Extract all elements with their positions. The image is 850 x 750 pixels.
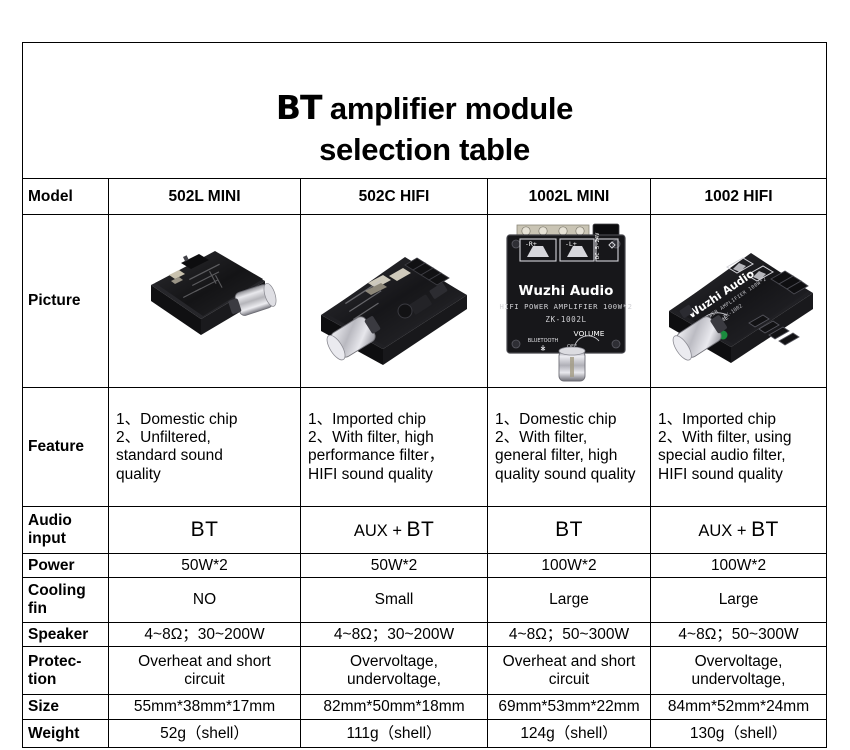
size-value-502l-mini: 55mm*38mm*17mm	[108, 694, 301, 721]
amplifier-board-502l-mini-icon	[109, 215, 300, 387]
audio-bt-token-2: BT	[406, 518, 435, 542]
board-brand-label: Wuzhi Audio	[519, 283, 614, 299]
board-model-label: ZK-1002L	[545, 315, 586, 324]
amplifier-board-1002-hifi-icon: Wuzhi Audio HIFI POWER AMPLIFIER 100W*2 …	[651, 215, 826, 387]
weight-value-1002l-mini: 124g（shell）	[487, 719, 651, 749]
protection-value-1002-hifi: Overvoltage, undervoltage,	[649, 646, 828, 696]
audio-input-value-502c-hifi: AUX + BT	[300, 506, 488, 555]
header-model-1002l-mini: 1002L MINI	[487, 178, 651, 216]
amplifier-board-502c-hifi-icon	[301, 215, 487, 387]
power-value-502c-hifi: 50W*2	[300, 553, 488, 579]
row-label-size: Size	[22, 694, 109, 721]
row-label-feature: Feature	[22, 387, 109, 508]
audio-bt-token-1: BT	[190, 518, 219, 542]
feature-row: Feature 1、Domestic chip 2、Unfiltered, st…	[22, 387, 828, 508]
product-image-1002l-mini: -R+ -L+ DC 5-24V Wuzhi Audio HIFI POWER …	[487, 214, 651, 389]
row-label-power: Power	[22, 553, 109, 579]
header-model-502l-mini: 502L MINI	[108, 178, 301, 216]
cooling-fin-row: Cooling fin NO Small Large Large	[22, 577, 828, 624]
cooling-fin-value-502l-mini: NO	[108, 577, 301, 624]
title-rest: amplifier module selection table	[319, 91, 574, 168]
speaker-value-502l-mini: 4~8Ω；30~200W	[108, 622, 301, 648]
terminal-label-r: -R+	[525, 240, 537, 248]
speaker-value-1002l-mini: 4~8Ω；50~300W	[487, 622, 651, 648]
audio-aux-prefix-4: AUX +	[698, 522, 752, 541]
feature-value-502c-hifi: 1、Imported chip 2、With filter, high perf…	[300, 387, 488, 508]
feature-value-1002l-mini: 1、Domestic chip 2、With filter, general f…	[487, 387, 651, 508]
header-label-model: Model	[22, 178, 109, 216]
feature-value-502l-mini: 1、Domestic chip 2、Unfiltered, standard s…	[108, 387, 301, 508]
header-model-502c-hifi: 502C HIFI	[300, 178, 488, 216]
specification-comparison-table: BT amplifier module selection table Mode…	[21, 41, 828, 749]
board-spec-label: HIFI POWER AMPLIFIER 100W*2	[499, 302, 632, 311]
speaker-row: Speaker 4~8Ω；30~200W 4~8Ω；30~200W 4~8Ω；5…	[22, 622, 828, 648]
product-image-1002-hifi: Wuzhi Audio HIFI POWER AMPLIFIER 100W*2 …	[649, 214, 828, 389]
row-label-audio-input: Audio input	[22, 506, 109, 555]
row-label-weight: Weight	[22, 719, 109, 749]
power-value-1002-hifi: 100W*2	[649, 553, 828, 579]
feature-value-1002-hifi: 1、Imported chip 2、With filter, using spe…	[649, 387, 828, 508]
protection-value-502l-mini: Overheat and short circuit	[108, 646, 301, 696]
cooling-fin-value-1002l-mini: Large	[487, 577, 651, 624]
page-title: BT amplifier module selection table	[21, 41, 828, 180]
amplifier-board-1002l-mini-icon: -R+ -L+ DC 5-24V Wuzhi Audio HIFI POWER …	[488, 215, 650, 387]
weight-value-1002-hifi: 130g（shell）	[649, 719, 828, 749]
audio-input-value-502l-mini: BT	[108, 506, 301, 555]
power-row: Power 50W*2 50W*2 100W*2 100W*2	[22, 553, 828, 579]
row-label-cooling-fin: Cooling fin	[22, 577, 109, 624]
cooling-fin-value-502c-hifi: Small	[300, 577, 488, 624]
cooling-fin-value-1002-hifi: Large	[649, 577, 828, 624]
table-header-row: Model 502L MINI 502C HIFI 1002L MINI 100…	[22, 178, 828, 216]
protection-row: Protec- tion Overheat and short circuit …	[22, 646, 828, 696]
audio-bt-token-3: BT	[555, 518, 583, 542]
size-value-502c-hifi: 82mm*50mm*18mm	[300, 694, 488, 721]
terminal-label-l: -L+	[565, 240, 577, 248]
row-label-picture: Picture	[22, 214, 109, 389]
row-label-protection: Protec- tion	[22, 646, 109, 696]
power-value-502l-mini: 50W*2	[108, 553, 301, 579]
product-image-502l-mini	[108, 214, 301, 389]
board-bluetooth-label: BLUETOOTH	[528, 338, 559, 344]
audio-input-row: Audio input BT AUX + BT BT AUX + BT	[22, 506, 828, 555]
picture-row: Picture	[22, 214, 828, 389]
audio-aux-prefix-2: AUX +	[353, 522, 407, 541]
audio-bt-token-4: BT	[751, 518, 779, 542]
weight-value-502c-hifi: 111g（shell）	[300, 719, 488, 749]
weight-value-502l-mini: 52g（shell）	[108, 719, 301, 749]
board-volume-label: VOLUME	[574, 329, 605, 338]
terminal-label-dc: DC 5-24V	[595, 232, 601, 259]
size-value-1002l-mini: 69mm*53mm*22mm	[487, 694, 651, 721]
audio-input-value-1002-hifi: AUX + BT	[649, 506, 828, 555]
speaker-value-502c-hifi: 4~8Ω；30~200W	[300, 622, 488, 648]
size-row: Size 55mm*38mm*17mm 82mm*50mm*18mm 69mm*…	[22, 694, 828, 721]
size-value-1002-hifi: 84mm*52mm*24mm	[649, 694, 828, 721]
header-model-1002-hifi: 1002 HIFI	[649, 178, 828, 216]
product-image-502c-hifi	[300, 214, 488, 389]
weight-row: Weight 52g（shell） 111g（shell） 124g（shell…	[22, 719, 828, 749]
table-title-row: BT amplifier module selection table	[21, 41, 828, 180]
power-value-1002l-mini: 100W*2	[487, 553, 651, 579]
row-label-speaker: Speaker	[22, 622, 109, 648]
speaker-value-1002-hifi: 4~8Ω；50~300W	[649, 622, 828, 648]
audio-input-value-1002l-mini: BT	[487, 506, 651, 555]
protection-value-1002l-mini: Overheat and short circuit	[487, 646, 651, 696]
title-bt-token: BT	[275, 88, 323, 128]
protection-value-502c-hifi: Overvoltage, undervoltage,	[300, 646, 488, 696]
